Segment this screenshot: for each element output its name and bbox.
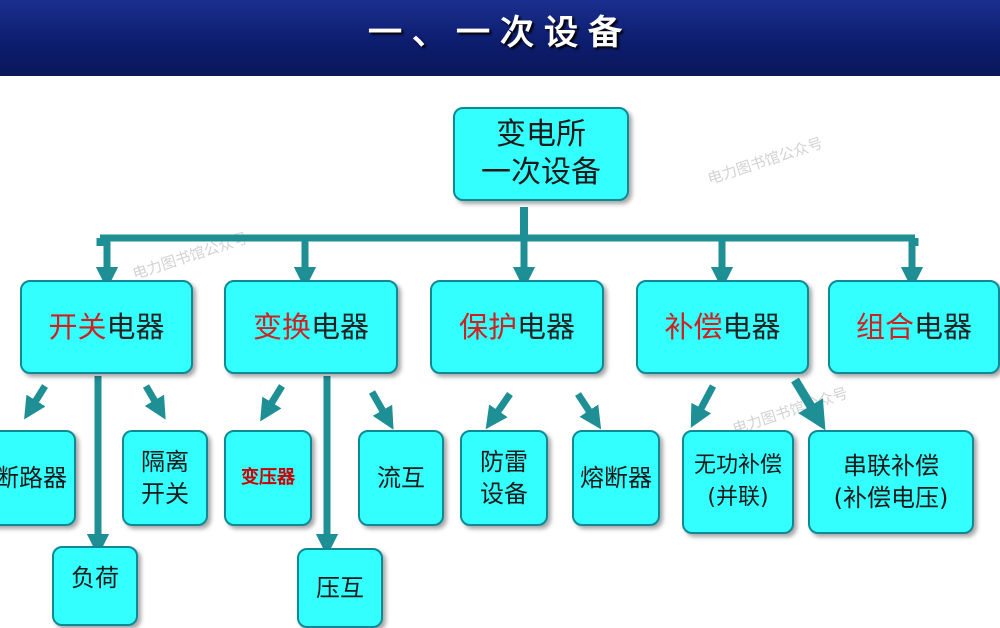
leaf-bianyaqi: 变压器: [224, 430, 312, 526]
leaf-wugong-buchang: 无功补偿 (并联): [682, 430, 794, 534]
category-prefix: 保护: [458, 310, 517, 344]
title-banner: 一、一次设备: [0, 0, 1000, 76]
root-label: 变电所 一次设备: [481, 117, 601, 190]
leaf-label: 熔断器: [580, 464, 652, 492]
category-suffix: 电器: [311, 310, 370, 344]
category-prefix: 组合: [855, 310, 914, 344]
leaf-label: 串联补偿 (补偿电压): [833, 452, 949, 512]
leaf-label: 压互: [316, 574, 364, 602]
category-suffix: 电器: [722, 310, 781, 344]
leaf-label: 流互: [377, 464, 425, 492]
root-node: 变电所 一次设备: [453, 107, 629, 201]
category-suffix: 电器: [106, 310, 165, 344]
category-zuhe-dianqi: 组合电器: [828, 280, 1000, 374]
leaf-fanglei-shebei: 防雷 设备: [460, 430, 548, 526]
page-title: 一、一次设备: [368, 13, 632, 53]
leaf-fuhe: 负荷: [52, 546, 138, 626]
leaf-label: 防雷 设备: [480, 448, 528, 508]
leaf-chuanlian-buchang: 串联补偿 (补偿电压): [808, 430, 974, 534]
category-baohu-dianqi: 保护电器: [430, 280, 604, 374]
connector-lines: [24, 207, 924, 557]
leaf-label: 无功补偿 (并联): [693, 453, 782, 510]
category-buchang-dianqi: 补偿电器: [636, 280, 809, 374]
category-kaiguan-dianqi: 开关电器: [20, 280, 193, 374]
leaf-liuhu: 流互: [358, 430, 444, 526]
category-prefix: 补偿: [664, 310, 723, 344]
leaf-gelikaiguan: 隔离 开关: [122, 430, 208, 526]
leaf-label: 变压器: [241, 467, 295, 488]
category-suffix: 电器: [517, 310, 576, 344]
leaf-label: 断路器: [0, 464, 67, 492]
leaf-label: 负荷: [71, 564, 119, 592]
leaf-yahu: 压互: [297, 548, 383, 628]
leaf-rongduanqi: 熔断器: [572, 430, 660, 526]
leaf-duanluqi: 断路器: [0, 430, 76, 526]
category-prefix: 开关: [48, 310, 107, 344]
category-bianhuan-dianqi: 变换电器: [224, 280, 398, 374]
leaf-label: 隔离 开关: [141, 448, 189, 508]
category-suffix: 电器: [914, 310, 973, 344]
category-prefix: 变换: [252, 310, 311, 344]
